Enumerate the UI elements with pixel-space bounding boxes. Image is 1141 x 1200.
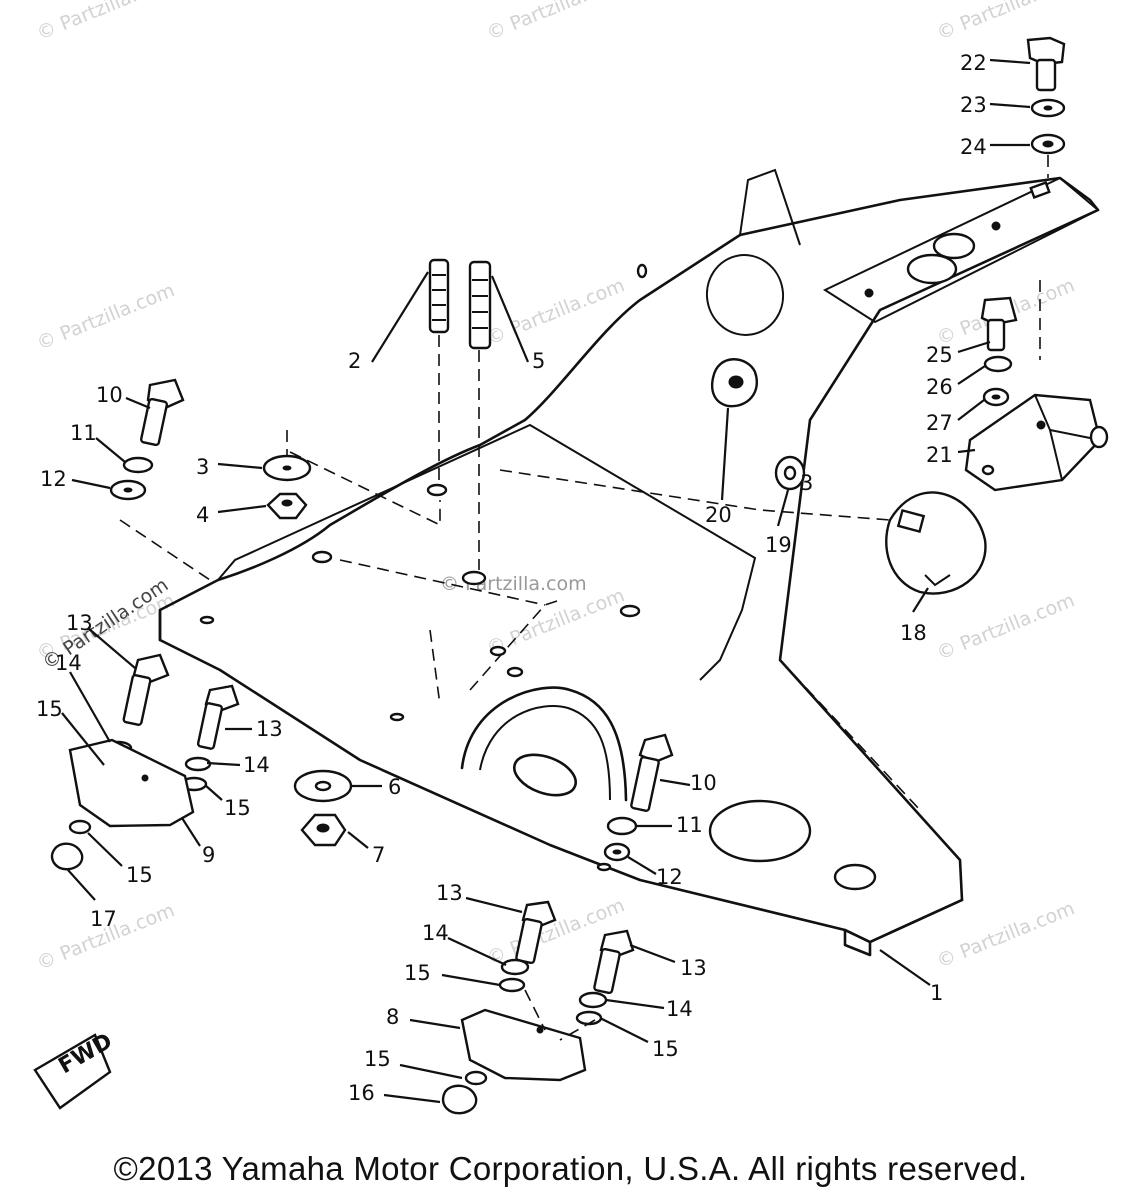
callout-1: 1: [930, 981, 943, 1005]
callout-25: 25: [926, 343, 953, 367]
rubber-mount: [885, 491, 987, 595]
washer6-nut7: [293, 769, 353, 847]
callout-12-center: 12: [656, 865, 683, 889]
parts-diagram: © Partzilla.com © Partzilla.com © Partzi…: [33, 0, 1109, 1115]
watermark: © Partzilla.com: [484, 274, 628, 349]
callout-6: 6: [388, 775, 401, 799]
watermark-center: © Partzilla.com: [440, 573, 587, 595]
main-plate: [119, 168, 1100, 957]
callout-15-lower: 15: [126, 863, 153, 887]
callout-4: 4: [196, 503, 209, 527]
callout-17: 17: [90, 907, 117, 931]
callout-16: 16: [348, 1081, 375, 1105]
callout-20: 20: [705, 503, 732, 527]
callout-14-bottom-left: 14: [422, 921, 449, 945]
studs: [426, 258, 492, 570]
watermark: © Partzilla.com: [934, 589, 1078, 664]
callout-10-center: 10: [690, 771, 717, 795]
callout-23: 23: [960, 93, 987, 117]
callout-14-left: 14: [55, 651, 82, 675]
callout-12-upper: 12: [40, 467, 67, 491]
callout-15-bottom-left: 15: [404, 961, 431, 985]
callout-27: 27: [926, 411, 953, 435]
callout-24: 24: [960, 135, 987, 159]
callout-13-mid: 13: [256, 717, 283, 741]
copyright-notice: ©2013 Yamaha Motor Corporation, U.S.A. A…: [113, 1150, 1028, 1187]
callout-7: 7: [372, 843, 385, 867]
callout-13-left: 13: [66, 611, 93, 635]
callout-14-mid: 14: [243, 753, 270, 777]
callout-21: 21: [926, 443, 953, 467]
left-mount-bolts: [50, 653, 240, 871]
callout-19: 19: [765, 533, 792, 557]
callout-10-upper: 10: [96, 383, 123, 407]
watermark: © Partzilla.com: [34, 0, 178, 45]
watermark: © Partzilla.com: [934, 0, 1078, 45]
callout-18: 18: [900, 621, 927, 645]
callout-13-bottom-right: 13: [680, 956, 707, 980]
watermark: © Partzilla.com: [934, 897, 1078, 972]
callout-15-bottom-right: 15: [652, 1037, 679, 1061]
bottom-mount-bolts: [441, 900, 635, 1115]
callout-13-bottom-left: 13: [436, 881, 463, 905]
callout-22: 22: [960, 51, 987, 75]
watermark-layer: © Partzilla.com © Partzilla.com © Partzi…: [34, 0, 1078, 975]
left-bolt-group: [109, 378, 185, 501]
callout-14-bottom-right: 14: [666, 997, 693, 1021]
callout-3-left: 3: [196, 455, 209, 479]
callout-5: 5: [532, 349, 545, 373]
callout-layer: 22 23 24 2 5 25 26 27 21 10 11 12 3 4 20…: [36, 51, 1031, 1105]
callout-8: 8: [386, 1005, 399, 1029]
callout-26: 26: [926, 375, 953, 399]
callout-2: 2: [348, 349, 361, 373]
fwd-badge: FWD: [33, 1029, 117, 1110]
callout-3-right: 3: [800, 471, 813, 495]
callout-15-left: 15: [36, 697, 63, 721]
watermark: © Partzilla.com: [484, 584, 628, 659]
callout-9: 9: [202, 843, 215, 867]
watermark: © Partzilla.com: [484, 0, 628, 45]
callout-15-mid: 15: [224, 796, 251, 820]
callout-11-upper: 11: [70, 421, 97, 445]
right-bracket-group: [964, 296, 1109, 492]
watermark: © Partzilla.com: [34, 279, 178, 354]
top-bolt-group: [1026, 36, 1066, 178]
callout-15-bottom: 15: [364, 1047, 391, 1071]
damper-group: [711, 358, 806, 491]
callout-11-center: 11: [676, 813, 703, 837]
center-bolt-group: [603, 733, 674, 862]
washer-nut-group: [262, 430, 312, 520]
